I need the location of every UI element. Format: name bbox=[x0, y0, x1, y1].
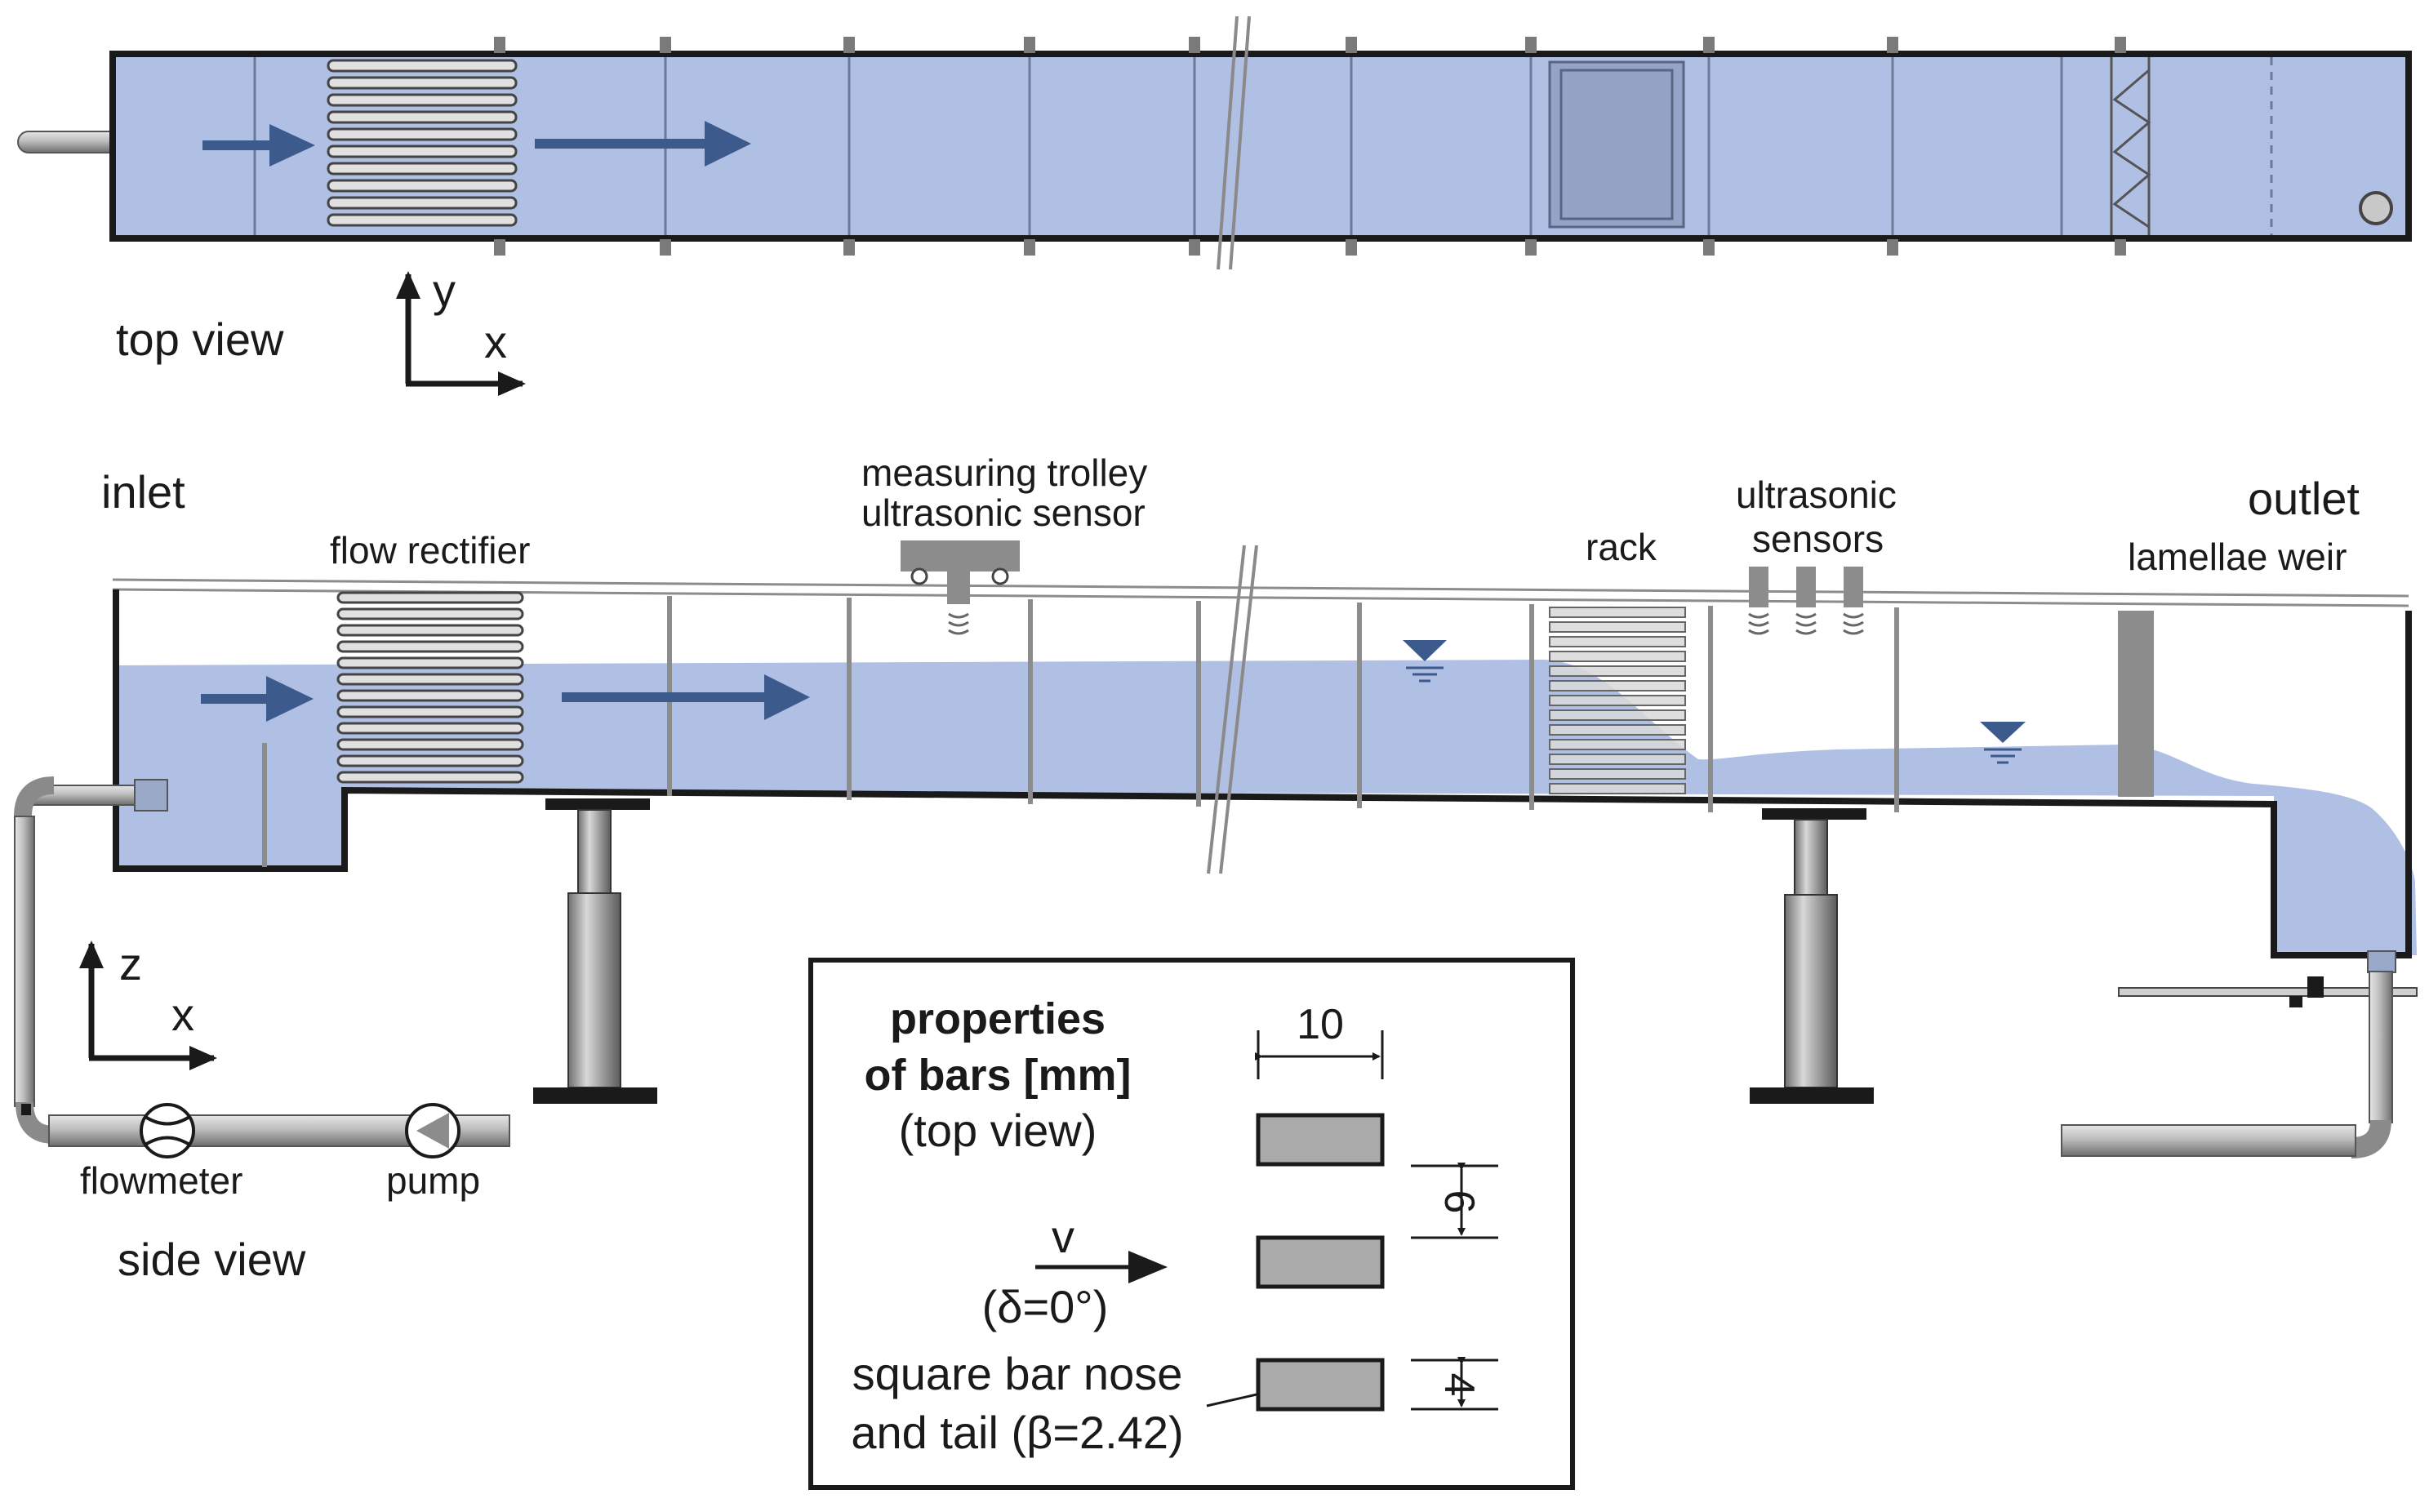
top-rack bbox=[1548, 60, 1685, 229]
water-level-downstream-icon bbox=[1980, 722, 2026, 764]
top-axis-y: y bbox=[433, 265, 456, 316]
support-left bbox=[533, 798, 657, 1104]
trolley-label-1: measuring trolley bbox=[861, 451, 1147, 494]
trolley-label-2: ultrasonic sensor bbox=[861, 491, 1146, 534]
side-rack bbox=[1549, 607, 1686, 794]
sensors-label-1: ultrasonic bbox=[1736, 474, 1897, 516]
side-flow-arrows bbox=[201, 674, 810, 722]
bar-props-title-1: properties bbox=[890, 994, 1106, 1043]
support-right bbox=[1750, 808, 1874, 1104]
bar-3 bbox=[1256, 1358, 1385, 1412]
top-axis-x: x bbox=[484, 316, 507, 367]
bar-properties-box: properties of bars [mm] (top view) v (δ=… bbox=[808, 958, 1575, 1490]
side-axis-z: z bbox=[119, 938, 142, 989]
sensors-label-2: sensors bbox=[1752, 518, 1884, 560]
outlet-piping bbox=[2061, 950, 2418, 1158]
thickness-dimension bbox=[1411, 1357, 1498, 1411]
thickness-value: 4 bbox=[1435, 1373, 1483, 1397]
top-weir bbox=[2110, 57, 2151, 235]
rack-label: rack bbox=[1586, 526, 1657, 568]
bar-props-title-3: (top view) bbox=[899, 1105, 1097, 1156]
measuring-trolley bbox=[901, 540, 1020, 635]
side-view-label: side view bbox=[118, 1234, 306, 1285]
inlet-label: inlet bbox=[101, 466, 185, 518]
side-lamellae-weir bbox=[2118, 611, 2154, 797]
top-outlet-drain bbox=[2359, 191, 2393, 225]
velocity-arrow bbox=[1035, 1251, 1168, 1283]
shape-label-2: and tail (β=2.42) bbox=[851, 1407, 1183, 1458]
angle-label: (δ=0°) bbox=[982, 1281, 1109, 1332]
top-flow-arrows bbox=[202, 121, 751, 167]
bar-1 bbox=[1256, 1113, 1385, 1167]
side-flow-rectifier bbox=[336, 591, 524, 784]
side-water bbox=[116, 660, 2417, 955]
side-view-axes: z x bbox=[79, 938, 217, 1070]
pump-label: pump bbox=[386, 1159, 480, 1202]
flowmeter-icon bbox=[140, 1103, 195, 1158]
top-view-label: top view bbox=[116, 314, 284, 365]
width-value: 10 bbox=[1297, 1001, 1344, 1048]
top-view-axes: y x bbox=[396, 265, 526, 396]
spacing-dimension bbox=[1411, 1163, 1498, 1239]
side-view: inlet flow rectifier measuring trolley u… bbox=[14, 451, 2418, 1285]
weir-label: lamellae weir bbox=[2128, 536, 2347, 578]
flowmeter-label: flowmeter bbox=[80, 1159, 242, 1202]
top-flow-rectifier bbox=[327, 59, 518, 227]
pump-icon bbox=[405, 1103, 460, 1158]
spacing-value: 6 bbox=[1435, 1190, 1483, 1214]
ultrasonic-sensors bbox=[1748, 567, 1864, 635]
bar-props-title-2: of bars [mm] bbox=[864, 1051, 1131, 1100]
outlet-label: outlet bbox=[2248, 473, 2360, 524]
side-axis-x: x bbox=[171, 989, 194, 1040]
width-dimension bbox=[1255, 1030, 1384, 1079]
top-view: top view y x bbox=[17, 16, 2412, 396]
shape-label-1: square bar nose bbox=[852, 1348, 1183, 1399]
velocity-label: v bbox=[1052, 1211, 1074, 1262]
flow-rectifier-label: flow rectifier bbox=[330, 529, 530, 571]
bar-2 bbox=[1256, 1235, 1385, 1289]
water-level-upstream-icon bbox=[1403, 640, 1447, 683]
